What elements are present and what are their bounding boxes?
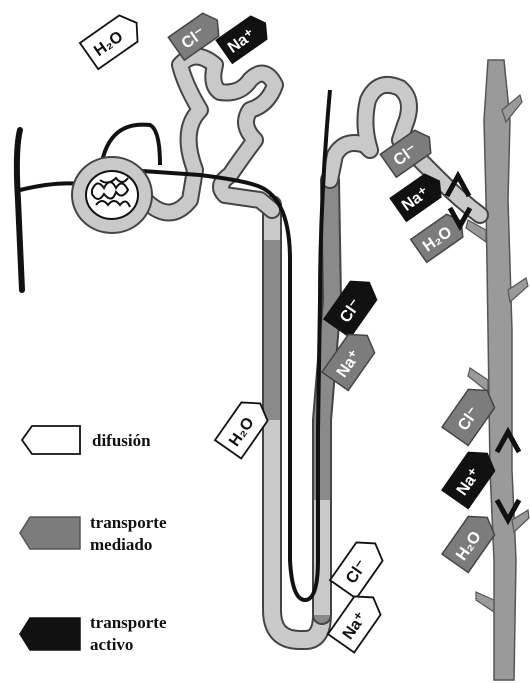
legend-mediated: transporte mediado — [20, 513, 167, 554]
loop-of-henle — [272, 180, 332, 640]
legend: difusión transporte mediado transporte a… — [20, 426, 167, 654]
legend-active-line1: transporte — [90, 613, 167, 632]
water-diffusion-tag-top: H₂O — [80, 10, 146, 69]
glomerulus-icon — [72, 157, 152, 233]
legend-mediated-line1: transporte — [90, 513, 167, 532]
sodium-diffusion-tag-bottom: Na⁺ — [328, 588, 386, 652]
collecting-duct — [466, 60, 529, 680]
legend-active: transporte activo — [20, 613, 167, 654]
legend-active-line2: activo — [90, 635, 133, 654]
legend-diffusion-label: difusión — [92, 431, 151, 450]
chloride-diffusion-tag-bottom: Cl⁻ — [330, 534, 388, 598]
water-mediated-tag-distal: H₂O — [411, 210, 470, 263]
diffusion-swatch — [22, 426, 80, 454]
proximal-tubule — [145, 57, 275, 213]
legend-diffusion: difusión — [22, 426, 151, 454]
mediated-swatch — [20, 517, 80, 549]
sodium-active-tag-top: Na⁺ — [216, 12, 273, 64]
legend-mediated-line2: mediado — [90, 535, 152, 554]
active-swatch — [20, 618, 80, 650]
